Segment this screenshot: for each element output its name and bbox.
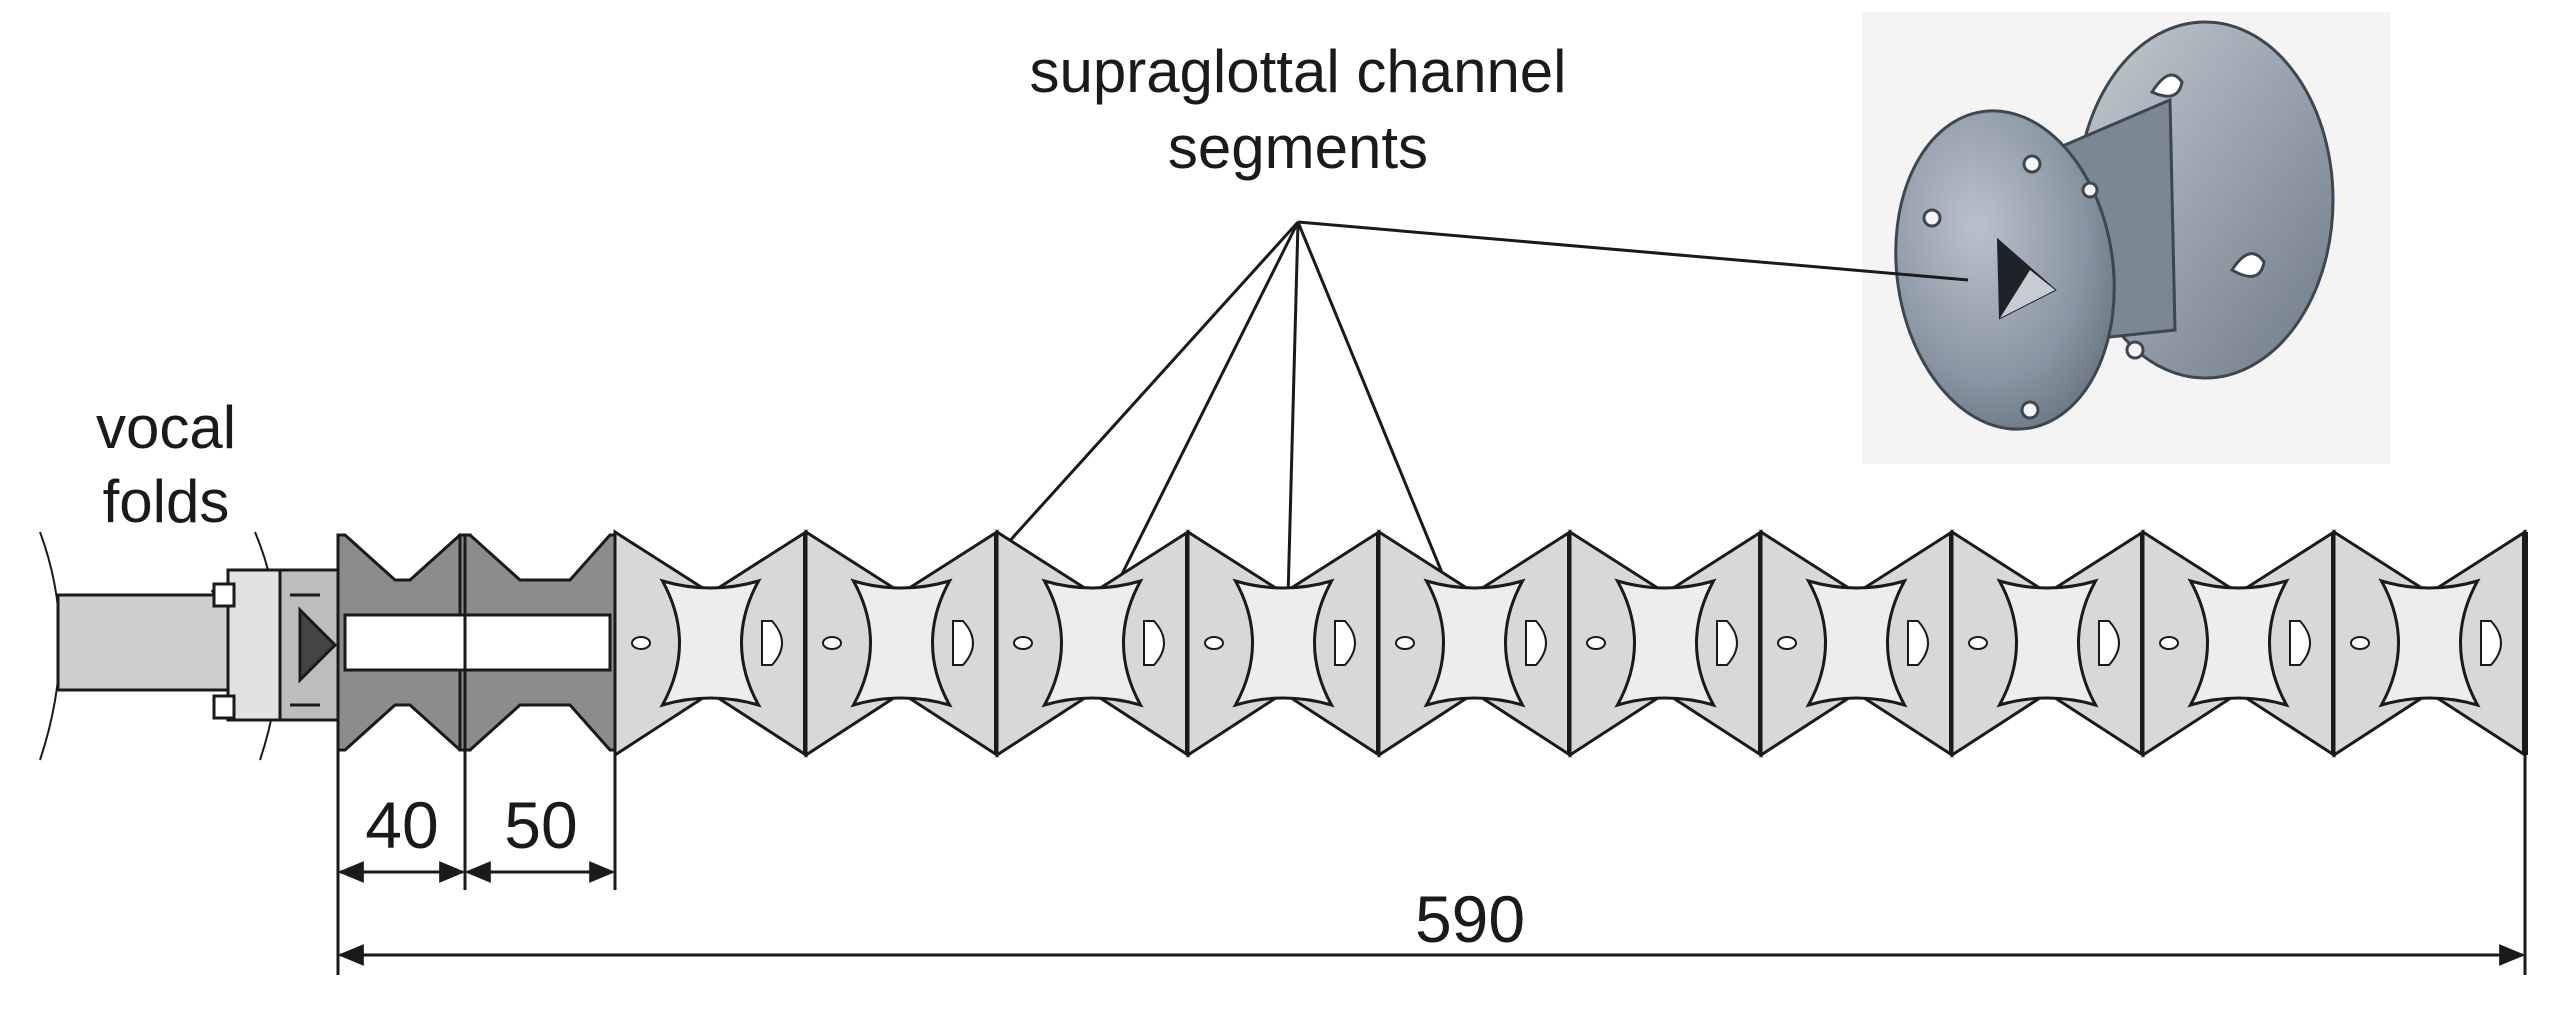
channel-segment bbox=[2332, 529, 2528, 758]
supraglottal-segments bbox=[613, 529, 2528, 758]
supraglottal-label-line1: supraglottal channel bbox=[1029, 38, 1566, 105]
dimension-590: 590 bbox=[1415, 882, 1525, 956]
dimension-40: 40 bbox=[365, 788, 438, 862]
channel-segment bbox=[995, 529, 1191, 758]
vocal-folds-label-line2: folds bbox=[103, 468, 230, 535]
vocal-folds-label-line1: vocal bbox=[96, 394, 236, 461]
segment-3d-render bbox=[1862, 12, 2390, 464]
dimension-lines bbox=[336, 530, 2527, 975]
supraglottal-label-line2: segments bbox=[1168, 114, 1428, 181]
channel-segment bbox=[1377, 529, 1573, 758]
dimension-50: 50 bbox=[504, 788, 577, 862]
channel-segment bbox=[804, 529, 1000, 758]
channel-segment bbox=[613, 529, 809, 758]
back-flange-hole-top bbox=[2149, 73, 2184, 98]
channel-segment bbox=[2141, 529, 2337, 758]
vocal-fold-holder bbox=[212, 568, 340, 722]
back-flange-hole-bottom bbox=[2229, 252, 2266, 278]
channel-segment bbox=[1186, 529, 1382, 758]
channel-segment bbox=[1759, 529, 1955, 758]
subglottal-parts bbox=[336, 533, 617, 752]
channel-segment bbox=[1950, 529, 2146, 758]
bolt-holes bbox=[1922, 154, 2145, 420]
channel-segment bbox=[1568, 529, 1764, 758]
